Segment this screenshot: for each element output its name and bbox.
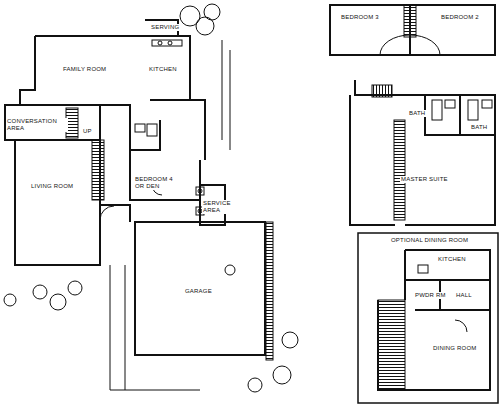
room-label: BEDROOM 4 OR DEN xyxy=(134,176,180,190)
room-label: BEDROOM 2 xyxy=(440,14,480,21)
room-label: CONVERSATION AREA xyxy=(6,118,68,132)
room-label: PWDR RM xyxy=(414,292,447,299)
room-label: LIVING ROOM xyxy=(30,183,74,190)
room-label: FAMILY ROOM xyxy=(62,66,107,73)
room-label: BATH xyxy=(408,110,426,117)
room-label: KITCHEN xyxy=(437,256,467,263)
room-label: DINING ROOM xyxy=(432,345,478,352)
room-label: BATH xyxy=(470,124,488,131)
room-label: MASTER SUITE xyxy=(400,176,449,183)
room-label: GARAGE xyxy=(184,288,213,295)
room-label: KITCHEN xyxy=(148,66,178,73)
stair-label: UP xyxy=(82,128,93,135)
inset-title: OPTIONAL DINING ROOM xyxy=(390,237,469,244)
serving-label: SERVING xyxy=(150,24,180,31)
room-label: BEDROOM 3 xyxy=(340,14,380,21)
room-label: HALL xyxy=(455,292,473,299)
room-label: SERVICE AREA xyxy=(202,200,226,214)
